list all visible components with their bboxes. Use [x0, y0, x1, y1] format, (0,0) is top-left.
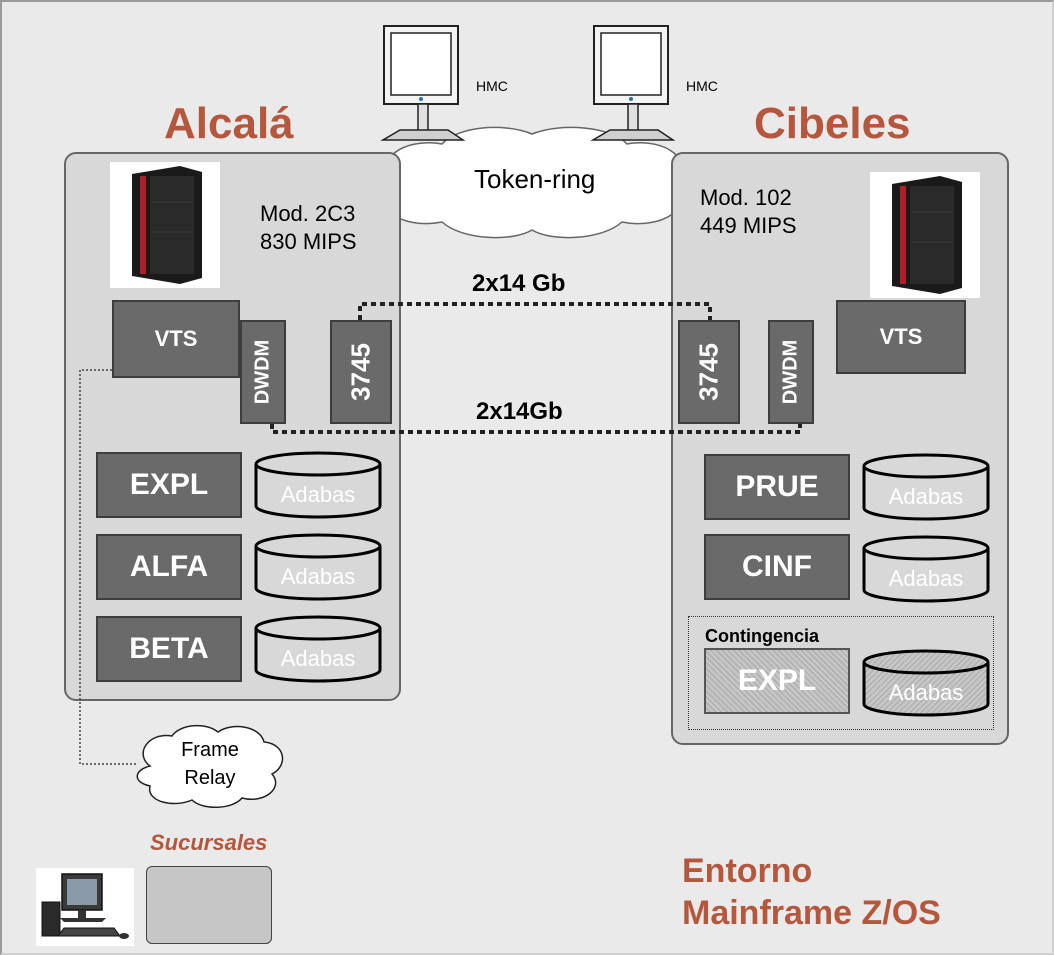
environment-title-line2: Mainframe Z/OS	[682, 894, 941, 932]
link-label-top: 2x14 Gb	[472, 270, 566, 297]
hmc-monitor-icon	[590, 25, 676, 141]
controller-3745-alcala: 3745	[330, 320, 392, 424]
hmc-monitor-icon	[380, 25, 466, 141]
environment-title: Entorno Mainframe Z/OS	[682, 850, 941, 934]
model-info-cibeles: Mod. 102 449 MIPS	[700, 184, 797, 240]
token-ring-label: Token-ring	[474, 164, 596, 194]
dwdm-alcala: DWDM	[240, 320, 286, 424]
contingency-group	[688, 616, 994, 730]
branch-box	[146, 866, 272, 944]
frame-relay-line2: Relay	[184, 767, 236, 789]
site-title-cibeles: Cibeles	[754, 99, 911, 148]
branches-label: Sucursales	[150, 830, 268, 855]
db-label-cibeles-1: Adabas	[888, 484, 964, 509]
frame-relay-cloud	[136, 724, 284, 808]
system-expl-contingency: EXPL	[704, 648, 850, 714]
environment-title-line1: Entorno	[682, 852, 813, 890]
system-prue: PRUE	[704, 454, 850, 520]
model-cibeles: Mod. 102	[700, 185, 792, 210]
system-alfa: ALFA	[96, 534, 242, 600]
mips-alcala: 830 MIPS	[260, 229, 357, 254]
db-label-contingency: Adabas	[888, 680, 964, 705]
workstation-computer-icon	[36, 868, 134, 946]
system-beta: BETA	[96, 616, 242, 682]
model-alcala: Mod. 2C3	[260, 201, 356, 226]
db-label-alcala-1: Adabas	[280, 482, 356, 507]
mainframe-server-icon	[110, 162, 220, 288]
model-info-alcala: Mod. 2C3 830 MIPS	[260, 200, 357, 256]
mips-cibeles: 449 MIPS	[700, 213, 797, 238]
system-cinf: CINF	[704, 534, 850, 600]
db-label-alcala-2: Adabas	[280, 564, 356, 589]
mainframe-server-icon	[870, 172, 980, 298]
system-expl: EXPL	[96, 452, 242, 518]
site-title-alcala: Alcalá	[164, 99, 294, 148]
link-label-bottom: 2x14Gb	[476, 398, 563, 425]
controller-3745-cibeles: 3745	[678, 320, 740, 424]
db-label-alcala-3: Adabas	[280, 646, 356, 671]
dwdm-cibeles: DWDM	[768, 320, 814, 424]
frame-relay-label: Frame Relay	[160, 736, 260, 792]
db-label-cibeles-2: Adabas	[888, 566, 964, 591]
hmc-label-right: HMC	[686, 78, 718, 94]
hmc-label-left: HMC	[476, 78, 508, 94]
vts-cibeles: VTS	[836, 300, 966, 374]
frame-relay-line1: Frame	[181, 739, 239, 761]
contingency-label: Contingencia	[705, 626, 820, 646]
vts-alcala: VTS	[112, 300, 240, 378]
